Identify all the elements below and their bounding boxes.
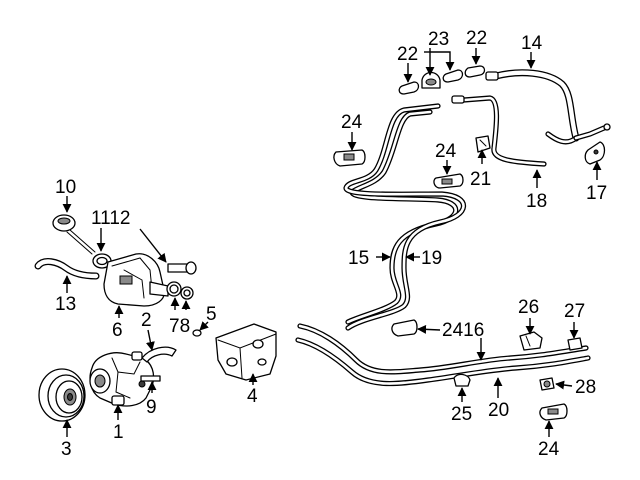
bolt-part xyxy=(140,375,161,382)
callout-20: 20 xyxy=(488,400,509,421)
callout-28: 28 xyxy=(575,377,596,398)
return-line-part xyxy=(343,103,466,331)
callout-21: 21 xyxy=(470,169,491,190)
callout-26: 26 xyxy=(518,297,539,318)
clamp-23-part xyxy=(421,71,441,89)
callout-24-lower: 24 xyxy=(538,439,560,460)
callout-27: 27 xyxy=(564,301,585,322)
callout-14: 14 xyxy=(521,33,543,54)
callout-18: 18 xyxy=(526,191,547,212)
callout-25: 25 xyxy=(451,404,472,425)
line-20-part xyxy=(295,337,591,387)
callout-10: 10 xyxy=(55,177,76,198)
washer-part xyxy=(192,329,202,337)
bracket-part xyxy=(141,346,177,363)
line-18-part xyxy=(451,95,547,167)
hose-part xyxy=(34,258,100,280)
callout-22-left: 22 xyxy=(397,44,418,65)
return-hose-part xyxy=(167,261,197,275)
clamp-22-right-part xyxy=(464,65,486,78)
clip-21-part xyxy=(475,135,491,153)
callout-3: 3 xyxy=(61,439,72,460)
clamp-2416-part xyxy=(391,319,418,337)
line-16-part xyxy=(297,323,589,375)
callout-23: 23 xyxy=(428,29,449,50)
pulley-part xyxy=(38,368,86,422)
callout-1112: 1112 xyxy=(91,208,130,229)
bracket-26-part xyxy=(519,331,543,351)
callout-4: 4 xyxy=(247,386,258,407)
leader-lines xyxy=(62,48,602,437)
callout-1: 1 xyxy=(113,422,124,443)
bracket-17-part xyxy=(584,141,606,165)
pump-bracket-part xyxy=(215,323,277,381)
clamp-22-left-part xyxy=(398,81,420,95)
callout-17: 17 xyxy=(586,183,607,204)
clip-25-part xyxy=(453,373,471,387)
callout-13: 13 xyxy=(55,294,76,315)
callout-2416: 2416 xyxy=(442,320,484,341)
callout-2: 2 xyxy=(141,310,152,331)
callout-5: 5 xyxy=(206,304,217,325)
callout-9: 9 xyxy=(146,397,157,418)
clamp-24-lower-part xyxy=(539,403,568,421)
reservoir-part xyxy=(103,253,169,307)
clamp-24-upper-part xyxy=(333,149,366,167)
callout-22-right: 22 xyxy=(466,28,487,49)
fitting-28-part xyxy=(539,377,555,391)
callout-24-mid: 24 xyxy=(435,141,457,162)
callout-78: 78 xyxy=(169,316,190,337)
callout-labels: 10 1112 13 6 2 78 5 9 1 3 4 22 23 22 14 … xyxy=(55,28,607,460)
o-ring-8-part xyxy=(180,286,194,300)
pressure-hose-part xyxy=(485,69,611,145)
callout-24-upper: 24 xyxy=(341,112,363,133)
power-steering-pump-part xyxy=(89,351,155,407)
clamp-22-mid-part xyxy=(442,69,464,83)
reservoir-cap-part xyxy=(52,214,96,255)
o-ring-7-part xyxy=(166,281,182,297)
callout-15: 15 xyxy=(348,248,369,269)
seal-part xyxy=(92,253,112,269)
clamp-24-mid-part xyxy=(433,173,464,189)
callout-19: 19 xyxy=(421,248,442,269)
fitting-27-part xyxy=(567,337,583,351)
callout-6: 6 xyxy=(112,320,123,341)
pressure-line-part xyxy=(345,109,459,325)
